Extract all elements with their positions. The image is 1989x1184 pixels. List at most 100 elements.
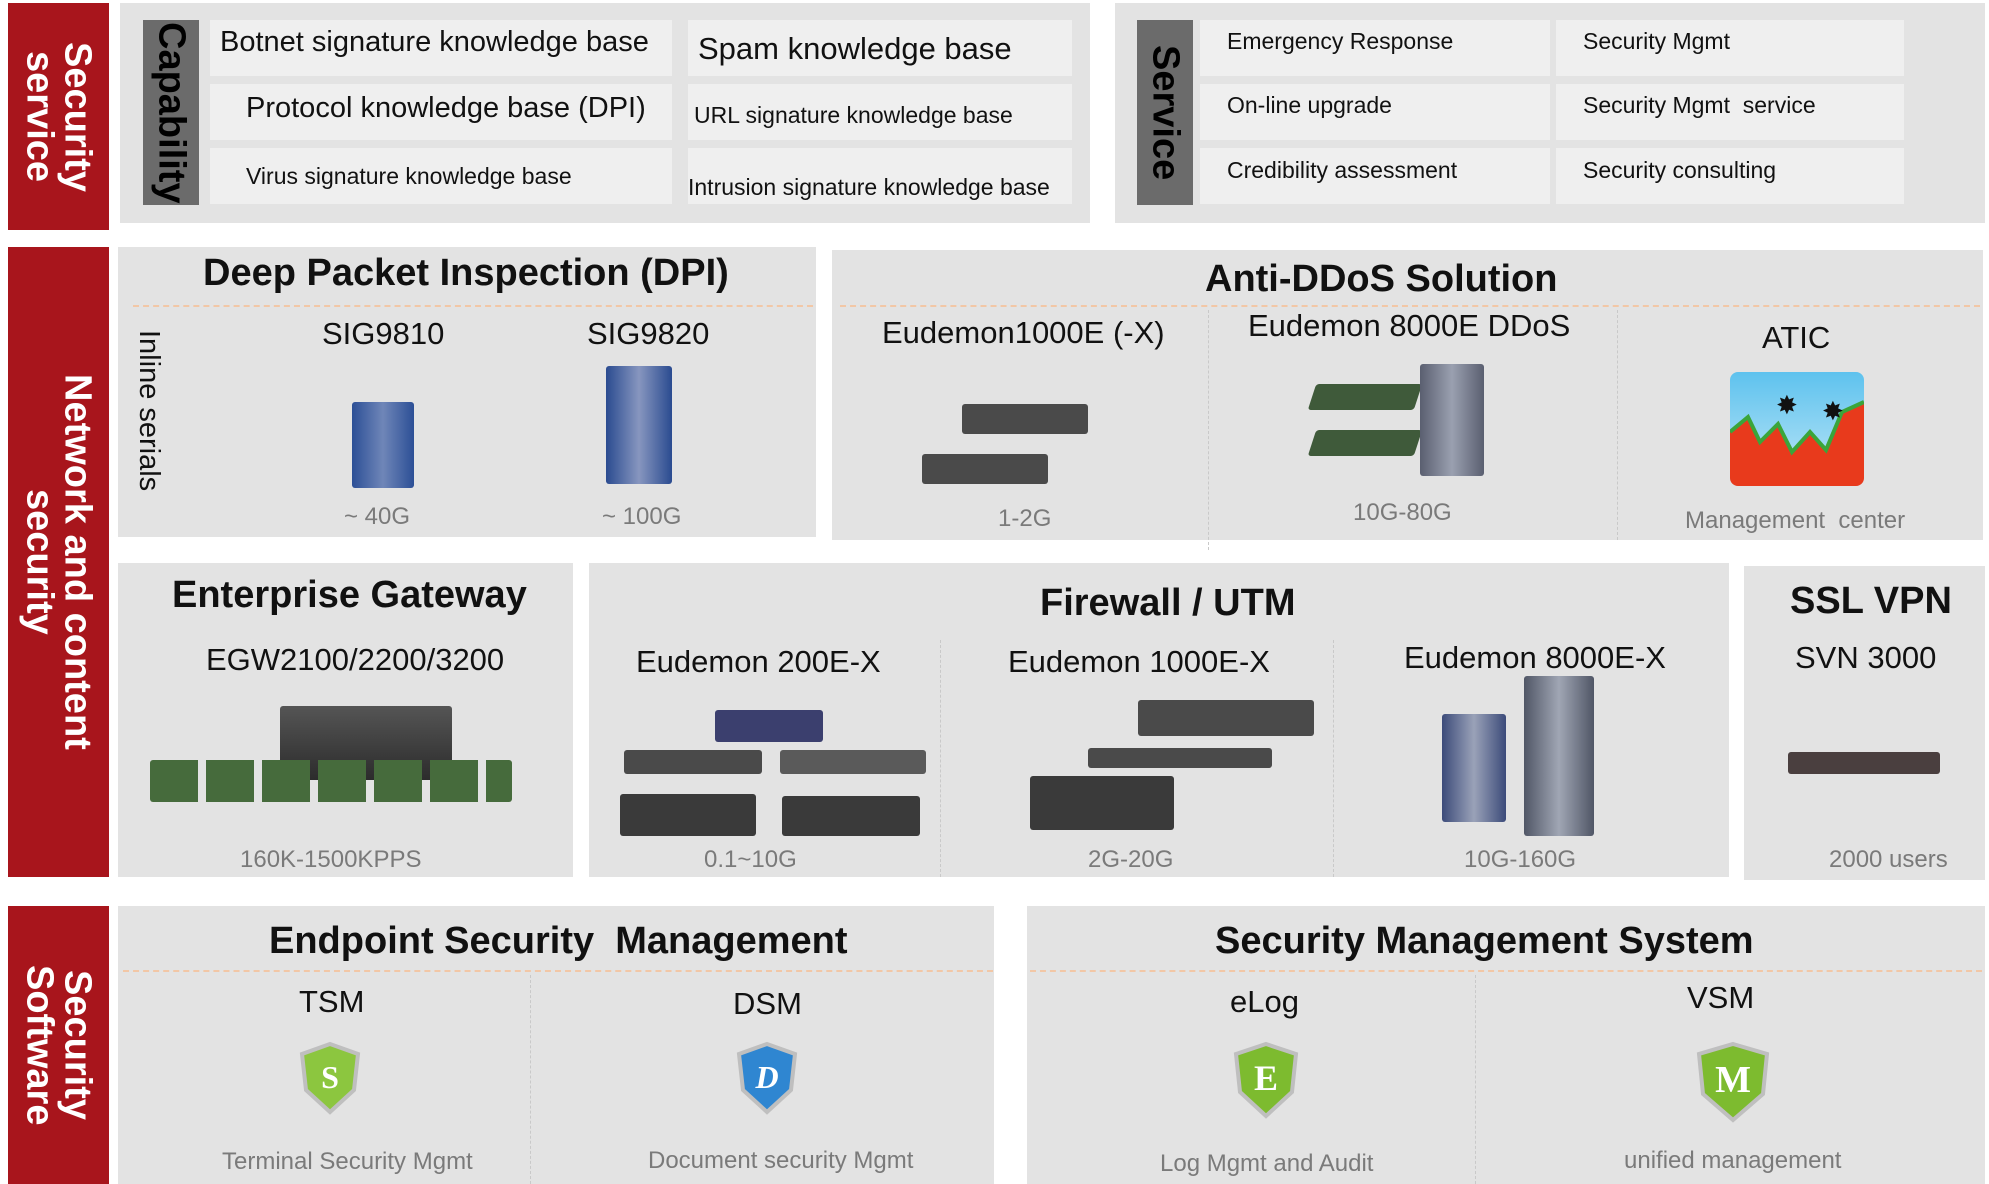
eudemon8000e-ddos-device-image: [1420, 364, 1484, 476]
antiddos-separator: [1208, 310, 1209, 550]
product-description: unified management: [1624, 1147, 1842, 1174]
shield-graphic: D: [736, 1041, 798, 1115]
product-name: Eudemon 200E-X: [636, 644, 881, 679]
product-name: Eudemon1000E (-X): [882, 315, 1165, 350]
eudemon8000e-x-device-image: [1524, 676, 1594, 836]
product-spec: ~ 100G: [602, 503, 682, 530]
dpi-divider: [133, 305, 813, 307]
product-spec: 0.1~10G: [704, 846, 797, 873]
endpoint-separator: [530, 975, 531, 1184]
endpoint-divider: [123, 970, 993, 972]
eudemon200e-device-image: [780, 750, 926, 774]
tsm-letter: S: [321, 1059, 339, 1095]
antiddos-title: Anti-DDoS Solution: [1205, 258, 1558, 300]
eudemon1000e-device-image: [922, 454, 1048, 484]
capability-item: Protocol knowledge base (DPI): [246, 92, 646, 124]
eudemon1000e-x-device-image: [1138, 700, 1314, 736]
ddos-board-image: [1307, 384, 1423, 410]
egw-title: Enterprise Gateway: [172, 574, 527, 616]
shield-graphic: E: [1233, 1041, 1299, 1119]
sms-divider: [1030, 970, 1982, 972]
product-name: EGW2100/2200/3200: [206, 642, 505, 677]
firewall-separator: [940, 640, 941, 877]
capability-cell: [210, 84, 672, 140]
capability-tab: Capability: [143, 20, 199, 205]
service-cell: [1200, 20, 1550, 76]
sslvpn-panel: [1744, 566, 1985, 880]
capability-item: Intrusion signature knowledge base: [688, 174, 1050, 200]
service-cell: [1200, 148, 1550, 204]
eudemon1000e-x-device-image: [1030, 776, 1174, 830]
product-spec: 160K-1500KPPS: [240, 846, 422, 873]
shield-graphic: S: [299, 1041, 361, 1115]
ddos-board-image: [1307, 430, 1423, 456]
capability-item: URL signature knowledge base: [694, 102, 1013, 128]
endpoint-panel: [118, 906, 994, 1184]
sms-separator: [1475, 975, 1476, 1184]
antiddos-separator: [1617, 310, 1618, 540]
product-description: Document security Mgmt: [648, 1147, 914, 1174]
firewall-title: Firewall / UTM: [1040, 582, 1296, 624]
eudemon1000e-x-device-image: [1088, 748, 1272, 768]
capability-tab-label: Capability: [150, 21, 193, 204]
capability-item: Virus signature knowledge base: [246, 163, 572, 189]
section-label: Network and content security: [18, 374, 99, 750]
product-spec: 10G-160G: [1464, 846, 1577, 873]
eudemon200e-device-image: [782, 796, 920, 836]
product-name: ATIC: [1762, 320, 1831, 355]
product-spec: Management center: [1685, 507, 1906, 534]
antiddos-divider: [840, 305, 1980, 307]
sslvpn-title: SSL VPN: [1790, 580, 1952, 622]
egw-boards-image: [150, 760, 512, 802]
product-description: Terminal Security Mgmt: [222, 1148, 473, 1175]
svg-text:✸: ✸: [1822, 396, 1844, 426]
dsm-letter: D: [754, 1059, 778, 1095]
product-name: SVN 3000: [1795, 640, 1937, 675]
product-spec: 10G-80G: [1353, 499, 1452, 526]
service-cell: [1200, 84, 1550, 140]
firewall-separator: [1333, 640, 1334, 877]
endpoint-title: Endpoint Security Management: [269, 920, 848, 962]
product-spec: ~ 40G: [344, 503, 411, 530]
service-tab: Service: [1137, 20, 1193, 205]
tsm-shield-icon: S: [299, 1041, 361, 1115]
product-name: DSM: [733, 986, 802, 1021]
eudemon200e-device-image: [620, 794, 756, 836]
service-tab-label: Service: [1144, 44, 1187, 181]
service-item: Emergency Response: [1227, 28, 1454, 54]
dpi-title: Deep Packet Inspection (DPI): [203, 252, 729, 294]
section-tab-security-service: Security service: [8, 3, 109, 230]
service-item: Security Mgmt: [1583, 28, 1730, 54]
service-item: Security Mgmt service: [1583, 92, 1816, 118]
product-name: TSM: [299, 984, 365, 1019]
product-spec: 1-2G: [998, 505, 1052, 532]
capability-cell: [688, 84, 1072, 140]
atic-chart-graphic: ✸ ✸: [1730, 390, 1864, 486]
vsm-letter: M: [1715, 1059, 1751, 1101]
product-name: VSM: [1687, 980, 1755, 1015]
capability-cell: [688, 20, 1072, 76]
sms-title: Security Management System: [1215, 920, 1754, 962]
service-item: Security consulting: [1583, 157, 1777, 183]
atic-chart-icon: ✸ ✸: [1730, 372, 1864, 486]
svg-text:✸: ✸: [1776, 390, 1798, 420]
service-cell: [1556, 84, 1904, 140]
capability-cell: [210, 20, 672, 76]
capability-item: Spam knowledge base: [698, 31, 1012, 66]
eudemon8000e-x-device-image: [1442, 714, 1506, 822]
elog-shield-icon: E: [1233, 1041, 1299, 1119]
eudemon200e-device-image: [624, 750, 762, 774]
capability-item: Botnet signature knowledge base: [220, 26, 649, 58]
dpi-panel: [118, 247, 816, 537]
product-spec: 2000 users: [1829, 846, 1948, 873]
product-name: Eudemon 1000E-X: [1008, 644, 1270, 679]
product-name: Eudemon 8000E DDoS: [1248, 308, 1571, 343]
service-cell: [1556, 148, 1904, 204]
sig9810-device-image: [352, 402, 414, 488]
elog-letter: E: [1254, 1058, 1278, 1098]
eudemon200e-device-image: [715, 710, 823, 742]
capability-cell: [688, 148, 1072, 204]
product-spec: 2G-20G: [1088, 846, 1174, 873]
capability-cell: [210, 148, 672, 204]
product-name: eLog: [1230, 984, 1299, 1019]
